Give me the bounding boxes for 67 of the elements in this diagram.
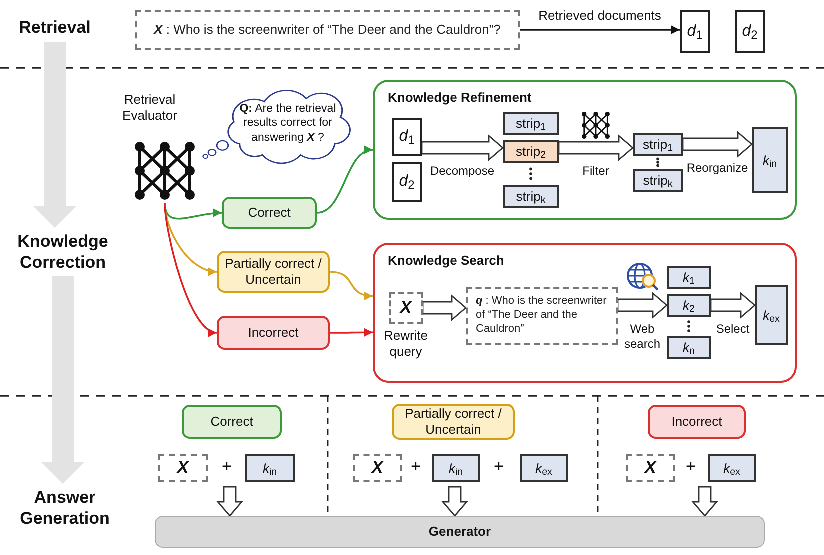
edge-label: Web search (623, 322, 662, 352)
block-arrow (558, 134, 634, 162)
node-caption: Rewrite query (382, 328, 430, 360)
plus-sign: + (686, 458, 696, 475)
block-arrow (691, 486, 719, 518)
edge-label: Reorganize (686, 160, 750, 176)
question-text: Q: Are the retrieval results correct for answering X ? (238, 102, 338, 146)
knowledge-strip: strip$_{1}$ (503, 112, 559, 135)
knowledge-strip: k$_{2}$ (667, 294, 711, 317)
generator-bar: Generator (155, 516, 765, 548)
knowledge-strip: strip$_{2}$ (503, 140, 559, 163)
section-title: Knowledge Correction (8, 228, 118, 276)
status-box: Partially correct / Uncertain (217, 251, 330, 293)
block-arrow (441, 486, 469, 518)
query-box: q : Who is the screenwriter of “The Deer and the Cauldron” (466, 287, 618, 345)
block-arrow (421, 134, 504, 162)
block-arrow (216, 486, 244, 518)
plus-sign: + (222, 458, 232, 475)
document-box: d$_{2}$ (392, 162, 422, 202)
knowledge-strip: strip$_{1}$ (633, 133, 683, 156)
query-box: X : Who is the screenwriter of “The Deer and the Cauldron”? (135, 10, 520, 50)
panel-title: Knowledge Refinement (388, 89, 532, 107)
arrow (520, 26, 680, 34)
status-box: Incorrect (217, 316, 330, 350)
arrow (330, 328, 373, 338)
arrow (316, 147, 374, 214)
edge-label: Filter (582, 164, 610, 179)
dashed-input-box: X (626, 454, 675, 482)
knowledge-strip: k$_{1}$ (667, 266, 711, 289)
dashed-input-box: X (158, 454, 208, 482)
block-arrow (710, 292, 756, 320)
status-box: Correct (182, 405, 282, 439)
knowledge-strip: k$_{n}$ (667, 336, 711, 359)
block-arrow (33, 42, 77, 228)
dashed-input-box: X (389, 292, 423, 324)
status-box: Incorrect (648, 405, 746, 439)
knowledge-strip: k$_{ex}$ (520, 454, 568, 482)
evaluator-label: Retrieval Evaluator (122, 92, 178, 124)
edge-label: Retrieved documents (538, 8, 662, 24)
knowledge-strip: k$_{ex}$ (755, 285, 788, 345)
document-box: d$_{1}$ (392, 118, 422, 156)
edge-label: Decompose (429, 164, 496, 179)
plus-sign: + (494, 458, 504, 475)
document-box: d$_{1}$ (680, 10, 710, 53)
knowledge-strip: k$_{in}$ (752, 127, 788, 193)
block-arrow (41, 276, 85, 484)
knowledge-strip: k$_{in}$ (432, 454, 480, 482)
arrow (164, 202, 218, 335)
knowledge-strip: strip$_{k}$ (503, 185, 559, 208)
arrow (330, 271, 374, 300)
block-arrow (422, 294, 468, 322)
status-box: Partially correct / Uncertain (392, 404, 515, 440)
plus-sign: + (411, 458, 421, 475)
block-arrow (617, 292, 668, 320)
refinement-panel (373, 80, 797, 220)
knowledge-strip: k$_{ex}$ (708, 454, 756, 482)
knowledge-strip: k$_{in}$ (245, 454, 295, 482)
dashed-input-box: X (353, 454, 402, 482)
panel-title: Knowledge Search (388, 252, 504, 270)
status-box: Correct (222, 197, 317, 229)
block-arrow (682, 130, 754, 158)
section-title: Answer Generation (15, 484, 115, 532)
section-title: Retrieval (10, 14, 100, 42)
search-panel (373, 243, 797, 383)
document-box: d$_{2}$ (735, 10, 765, 53)
knowledge-strip: strip$_{k}$ (633, 169, 683, 192)
edge-label: Select (715, 322, 751, 336)
